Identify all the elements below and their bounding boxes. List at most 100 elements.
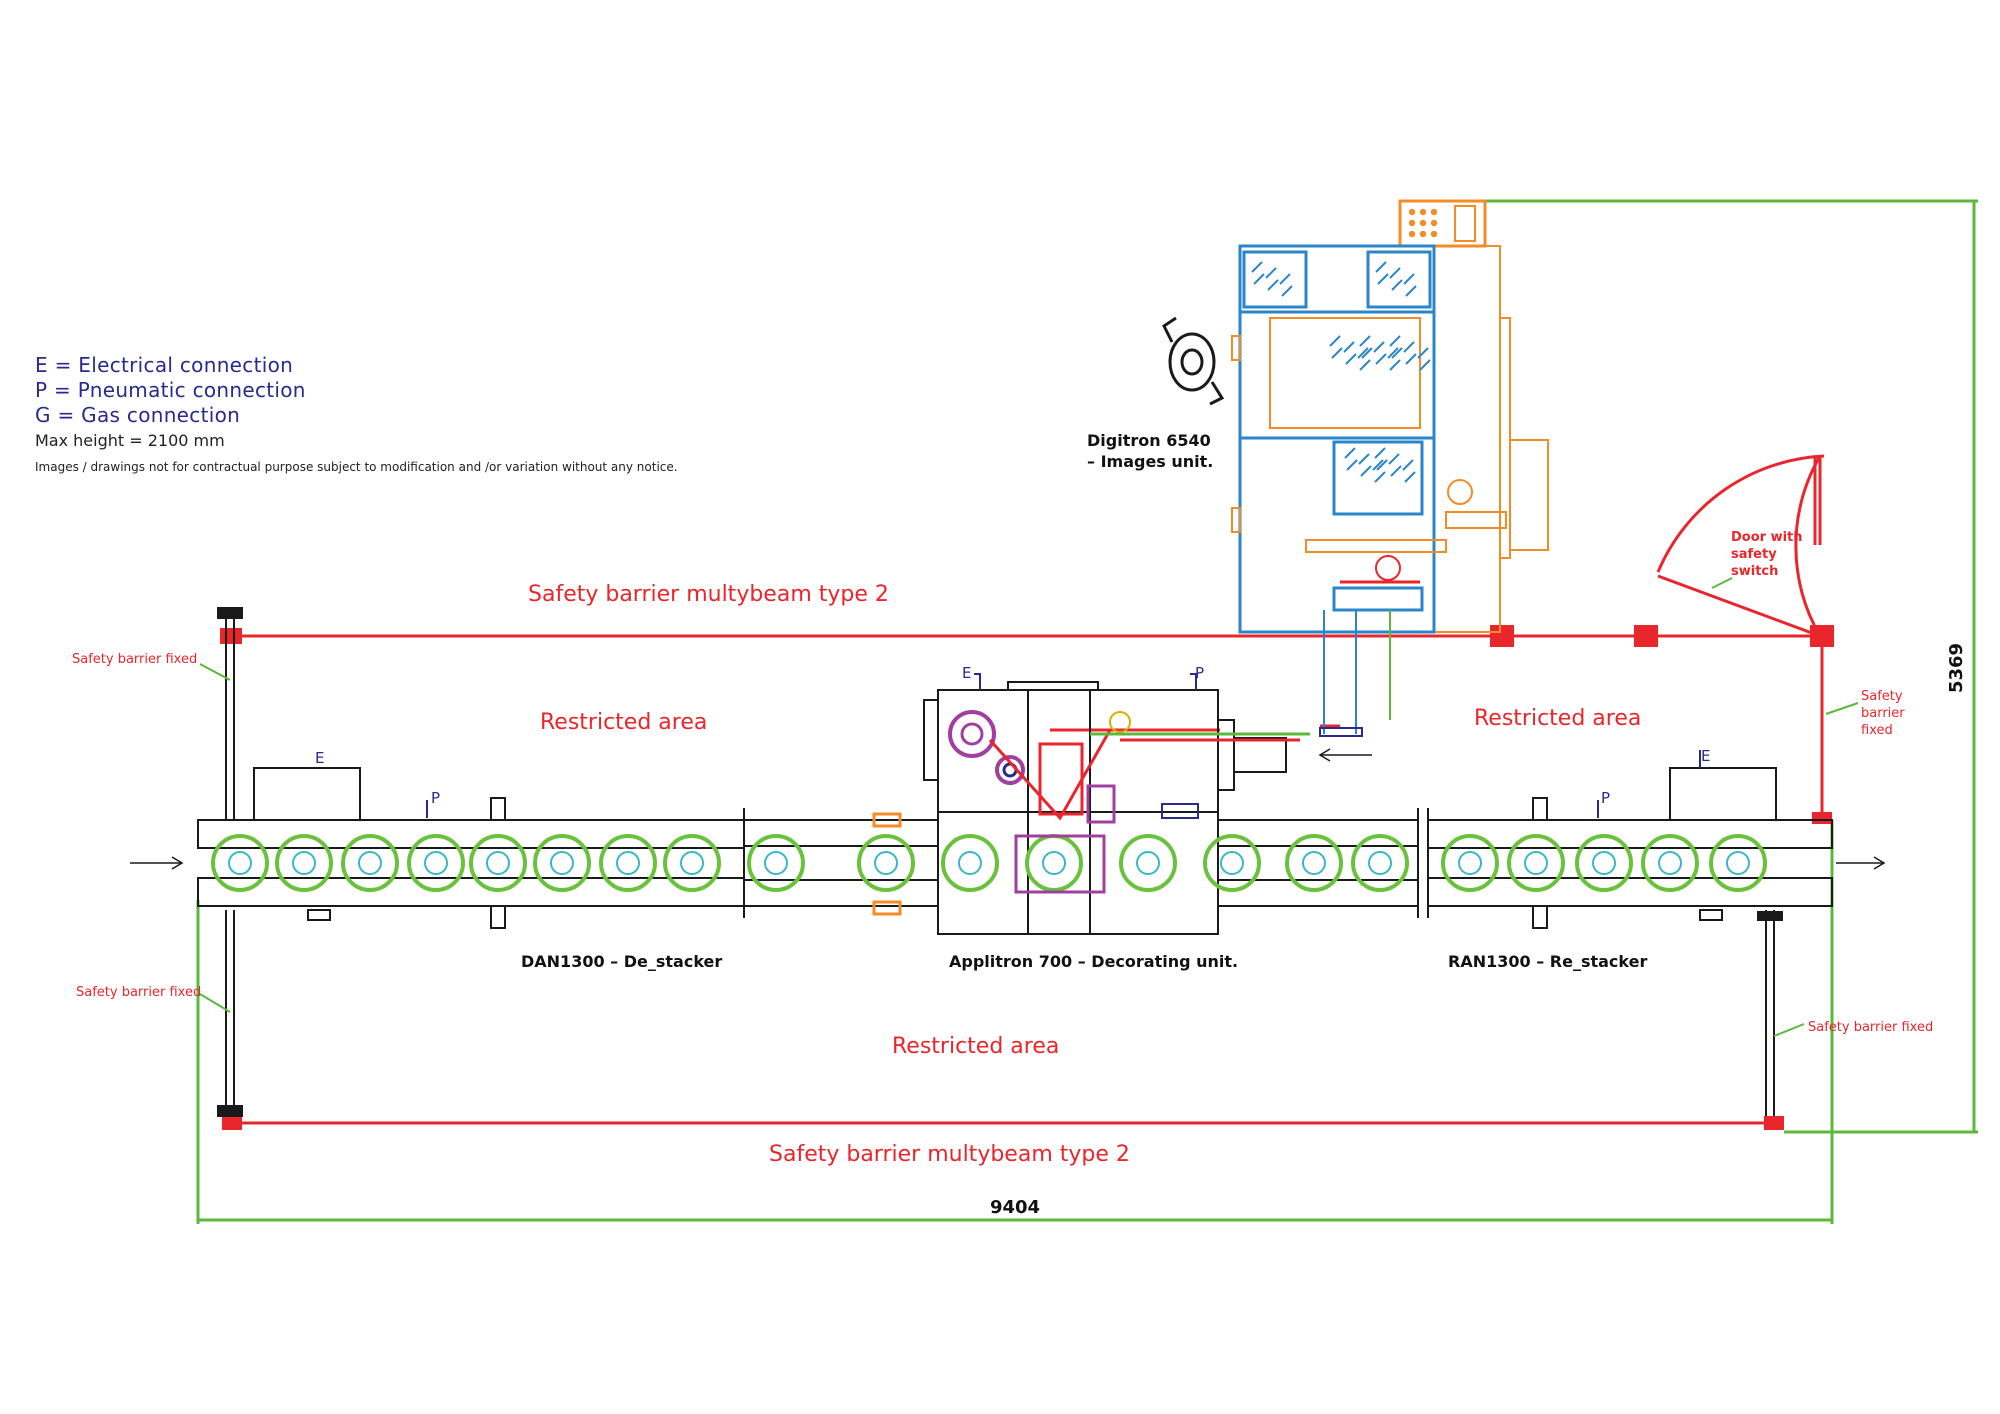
legend-gas: G = Gas connection xyxy=(35,403,241,427)
roller-hub xyxy=(874,851,898,875)
glass-hatch xyxy=(1372,459,1386,483)
roller-ring xyxy=(211,834,269,892)
panel-dot xyxy=(1430,230,1438,238)
roller-hub xyxy=(616,851,640,875)
roller-ring xyxy=(599,834,657,892)
roller-hub xyxy=(1726,851,1750,875)
flow-arrows xyxy=(130,748,1886,870)
roller-hub xyxy=(1524,851,1548,875)
post-top-mid xyxy=(1490,625,1514,647)
roller-ring xyxy=(663,834,721,892)
glass-hatch xyxy=(1389,335,1403,359)
panel-dot xyxy=(1419,208,1427,216)
roller-hub xyxy=(680,851,704,875)
de-stacker-cabinet xyxy=(253,767,361,821)
roller-hub xyxy=(1136,851,1160,875)
roller-ring xyxy=(1025,834,1083,892)
legend: E = Electrical connection P = Pneumatic … xyxy=(35,353,678,477)
conveyor-frame xyxy=(197,767,1833,929)
glass-hatch xyxy=(1403,341,1417,365)
digitron-subtitle: – Images unit. xyxy=(1087,452,1213,471)
marker-p-applitron: P xyxy=(1195,664,1204,682)
dimension-lines xyxy=(196,199,1978,1224)
roller-ring xyxy=(407,834,465,892)
panel-dot xyxy=(1408,219,1416,227)
door-label-1: Door with xyxy=(1731,530,1803,545)
fixed-barrier-label-right-bottom: Safety barrier fixed xyxy=(1808,1020,1933,1035)
roller-ring xyxy=(1441,834,1499,892)
glass-hatch xyxy=(1375,261,1389,285)
marker-p-right: P xyxy=(1601,789,1610,807)
width-dimension-label: 9404 xyxy=(990,1197,1040,1218)
roller-ring xyxy=(1119,834,1177,892)
digitron-unit xyxy=(1231,199,1549,737)
roller-hub xyxy=(292,851,316,875)
roller-hub xyxy=(1368,851,1392,875)
glass-hatch xyxy=(1279,273,1293,297)
roller-ring xyxy=(1575,834,1633,892)
legend-electrical: E = Electrical connection xyxy=(35,353,294,377)
roller-ring xyxy=(1203,834,1261,892)
operator-icon xyxy=(1162,316,1225,406)
roller-ring xyxy=(341,834,399,892)
dan-label: DAN1300 – De_stacker xyxy=(521,952,722,971)
roller-ring xyxy=(275,834,333,892)
control-panel-dots xyxy=(1408,208,1438,238)
glass-hatch xyxy=(1265,267,1279,291)
marker-e-applitron: E xyxy=(962,664,971,682)
print-station-frame xyxy=(1014,834,1106,894)
roller-hub xyxy=(1302,851,1326,875)
fixed-barrier-label-right-top-2: barrier xyxy=(1861,706,1905,721)
roller-hub xyxy=(1220,851,1244,875)
roller-hub xyxy=(358,851,382,875)
roller-ring xyxy=(1285,834,1343,892)
roller-hub xyxy=(1042,851,1066,875)
applitron-label: Applitron 700 – Decorating unit. xyxy=(949,952,1238,971)
roller-ring xyxy=(1709,834,1767,892)
safety-barriers xyxy=(232,454,1828,1125)
digitron-title: Digitron 6540 xyxy=(1087,431,1211,450)
roller-ring xyxy=(857,834,915,892)
fixed-barrier-label-right-top-3: fixed xyxy=(1861,723,1893,738)
re-stacker-cabinet xyxy=(1669,767,1777,821)
roller-hub xyxy=(550,851,574,875)
glass-hatch xyxy=(1388,453,1402,477)
glass-hatch xyxy=(1402,459,1416,483)
glass-hatch xyxy=(1358,453,1372,477)
panel-dot xyxy=(1430,219,1438,227)
barrier-posts xyxy=(220,625,1834,1130)
barrier-top-label: Safety barrier multybeam type 2 xyxy=(528,582,889,607)
fixed-barrier-label-left-bottom: Safety barrier fixed xyxy=(76,985,201,1000)
conveyor-rollers xyxy=(211,834,1767,894)
door-swing-arc-outer xyxy=(1656,454,1825,573)
ran-label: RAN1300 – Re_stacker xyxy=(1448,952,1647,971)
glass-hatch xyxy=(1373,341,1387,365)
post-bottom-left xyxy=(222,1116,242,1130)
roller-ring xyxy=(533,834,591,892)
post-bottom-right xyxy=(1764,1116,1784,1130)
glass-hatch xyxy=(1389,267,1403,291)
glass-hatch xyxy=(1344,447,1358,471)
roller-ring xyxy=(469,834,527,892)
panel-dot xyxy=(1408,230,1416,238)
door-leaf xyxy=(1657,574,1821,638)
height-dimension-label: 5369 xyxy=(1946,643,1967,693)
roller-ring xyxy=(1507,834,1565,892)
fixed-barrier-label-left-top: Safety barrier fixed xyxy=(72,652,197,667)
roller-ring xyxy=(1641,834,1699,892)
roller-hub xyxy=(228,851,252,875)
restricted-area-right: Restricted area xyxy=(1474,706,1641,731)
connection-markers xyxy=(426,673,1701,818)
panel-dot xyxy=(1419,219,1427,227)
label-leaders xyxy=(199,577,1859,1037)
marker-e-left: E xyxy=(315,749,324,767)
panel-dot xyxy=(1430,208,1438,216)
roller-hub xyxy=(764,851,788,875)
roller-hub xyxy=(1658,851,1682,875)
roller-hub xyxy=(958,851,982,875)
legend-pneumatic: P = Pneumatic connection xyxy=(35,378,306,402)
legend-max-height: Max height = 2100 mm xyxy=(35,431,225,450)
roller-hub xyxy=(1592,851,1616,875)
glass-hatch xyxy=(1374,447,1388,471)
digitron-glass-hatching xyxy=(1251,261,1431,483)
